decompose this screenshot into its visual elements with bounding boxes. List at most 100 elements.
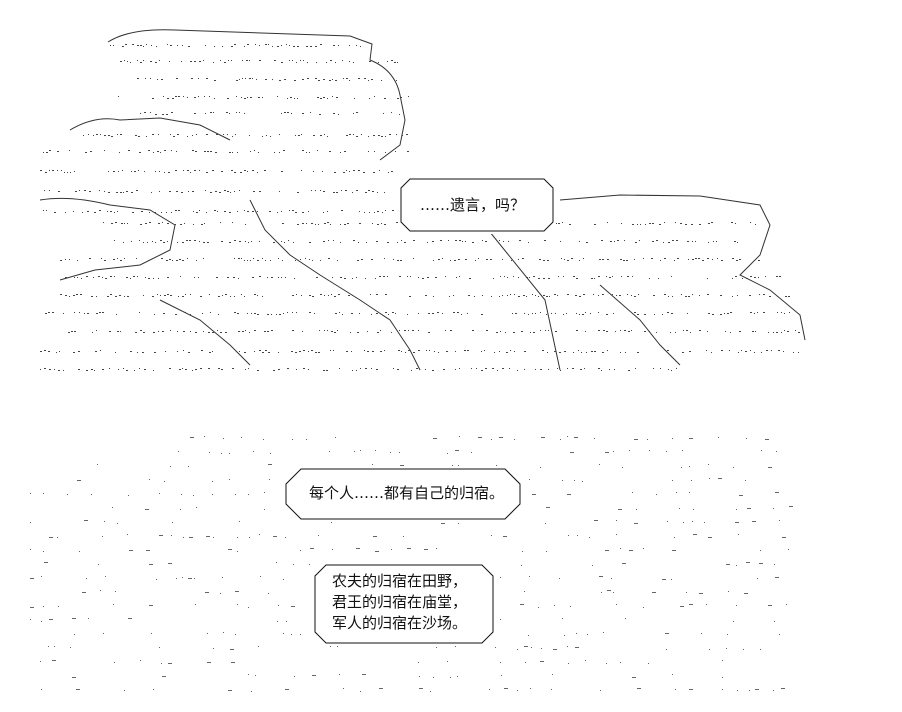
texture-mark	[396, 80, 397, 81]
texture-mark	[425, 295, 427, 296]
texture-mark	[376, 241, 378, 242]
texture-mark	[199, 210, 200, 211]
texture-mark	[343, 78, 344, 79]
texture-dot	[587, 634, 588, 635]
texture-mark	[378, 62, 379, 63]
texture-mark	[154, 352, 156, 353]
texture-mark	[188, 46, 190, 47]
texture-dot	[503, 536, 507, 537]
texture-mark	[598, 312, 599, 313]
texture-mark	[85, 152, 87, 153]
texture-mark	[418, 330, 419, 331]
texture-mark	[102, 369, 104, 370]
texture-mark	[672, 296, 673, 297]
texture-dot	[613, 451, 614, 452]
texture-mark	[239, 351, 240, 352]
texture-dot	[788, 549, 789, 550]
texture-mark	[416, 368, 418, 369]
texture-mark	[763, 294, 765, 295]
texture-mark	[294, 98, 295, 99]
texture-mark	[98, 276, 100, 277]
texture-mark	[442, 258, 443, 259]
texture-mark	[117, 331, 119, 332]
texture-dot	[559, 578, 560, 579]
texture-mark	[358, 170, 360, 171]
texture-mark	[322, 171, 323, 172]
texture-mark	[192, 191, 194, 192]
texture-dot	[58, 606, 59, 607]
texture-mark	[316, 277, 318, 278]
texture-mark	[365, 368, 367, 369]
texture-mark	[382, 212, 383, 213]
texture-mark	[598, 276, 600, 277]
texture-mark	[108, 192, 110, 193]
texture-dot	[49, 537, 53, 538]
texture-mark	[759, 294, 760, 295]
texture-dot	[524, 646, 528, 647]
texture-mark	[234, 191, 235, 192]
texture-mark	[241, 258, 242, 259]
texture-dot	[260, 576, 261, 577]
texture-dot	[656, 494, 657, 495]
texture-mark	[124, 60, 125, 61]
texture-mark	[519, 240, 521, 241]
texture-dot	[213, 648, 214, 649]
texture-dot	[172, 522, 173, 523]
texture-dot	[248, 494, 249, 495]
texture-mark	[175, 224, 176, 225]
texture-mark	[418, 350, 420, 351]
texture-mark	[279, 134, 280, 135]
texture-mark	[188, 352, 190, 353]
texture-mark	[287, 368, 289, 369]
texture-mark	[433, 260, 434, 261]
texture-mark	[100, 350, 101, 351]
texture-mark	[291, 113, 292, 114]
texture-mark	[214, 210, 216, 211]
texture-dot	[736, 565, 737, 566]
texture-dot	[675, 689, 676, 690]
texture-mark	[102, 277, 103, 278]
texture-mark	[653, 368, 654, 369]
texture-mark	[214, 98, 215, 99]
texture-mark	[607, 222, 608, 223]
texture-mark	[453, 312, 455, 313]
texture-mark	[425, 369, 426, 370]
texture-mark	[140, 113, 141, 114]
texture-mark	[222, 295, 223, 296]
texture-mark	[668, 242, 670, 243]
texture-mark	[236, 96, 237, 97]
texture-dot	[643, 548, 644, 549]
texture-dot	[620, 662, 621, 663]
texture-mark	[245, 369, 246, 370]
texture-mark	[52, 170, 54, 171]
texture-dot	[149, 605, 153, 606]
texture-dot	[747, 508, 751, 509]
texture-mark	[229, 152, 231, 153]
texture-dot	[293, 564, 294, 565]
texture-mark	[180, 276, 181, 277]
texture-dot	[360, 691, 361, 692]
texture-mark	[91, 296, 93, 297]
texture-mark	[228, 60, 229, 61]
texture-dot	[229, 453, 230, 454]
texture-dot	[129, 550, 133, 551]
texture-mark	[735, 223, 736, 224]
texture-mark	[607, 350, 608, 351]
texture-mark	[282, 223, 284, 224]
texture-mark	[788, 296, 790, 297]
texture-mark	[224, 62, 226, 63]
texture-dot	[278, 605, 279, 606]
bubble-text-destinations: 农夫的归宿在田野， 君王的归宿在庙堂， 军人的归宿在沙场。	[332, 571, 467, 634]
texture-mark	[614, 369, 615, 370]
texture-mark	[320, 260, 321, 261]
texture-mark	[546, 296, 548, 297]
texture-mark	[555, 313, 556, 314]
texture-mark	[120, 192, 122, 193]
texture-mark	[119, 295, 121, 296]
texture-mark	[262, 352, 264, 353]
texture-mark	[167, 241, 168, 242]
texture-dot	[209, 452, 210, 453]
texture-mark	[769, 296, 771, 297]
texture-mark	[582, 314, 584, 315]
texture-mark	[671, 276, 672, 277]
